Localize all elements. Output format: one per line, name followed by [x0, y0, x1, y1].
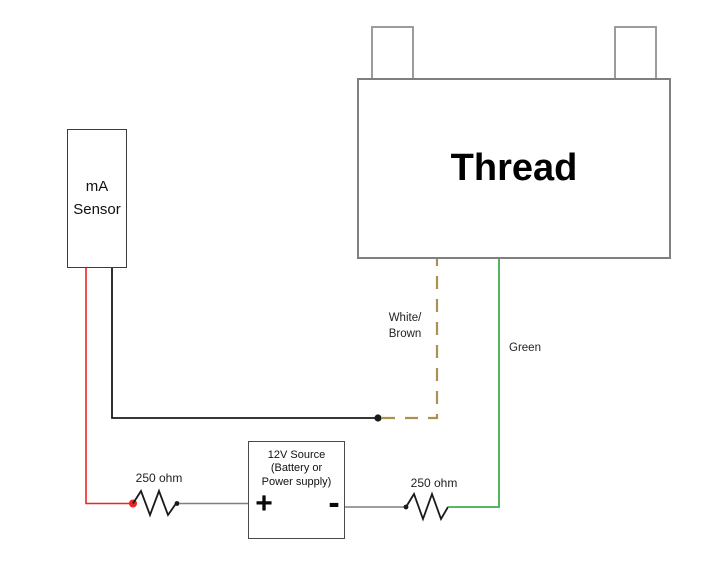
ma-sensor-box: mA Sensor	[67, 129, 127, 268]
source-label-line3: Power supply)	[261, 475, 332, 488]
green-wire	[448, 250, 500, 508]
thread-right-tab	[614, 26, 657, 82]
black-wire	[111, 260, 378, 419]
source-label: 12V Source (Battery or Power supply)	[249, 442, 344, 489]
ma-sensor-label-line2: Sensor	[73, 200, 121, 218]
source-label-line2: (Battery or	[270, 462, 323, 475]
ma-sensor-label-line1: mA	[85, 178, 109, 195]
source-box: 12V Source (Battery or Power supply) + -	[248, 441, 345, 539]
thread-box: Thread	[357, 78, 671, 259]
green-wire-label: Green	[509, 342, 541, 354]
minus-terminal: -	[328, 484, 340, 522]
junction-dot	[374, 414, 382, 422]
left-resistor-label: 250 ohm	[135, 471, 183, 485]
thread-label: Thread	[450, 147, 578, 189]
right-resistor	[405, 491, 449, 522]
right-resistor-label: 250 ohm	[410, 476, 458, 490]
thread-left-tab	[371, 26, 414, 82]
source-label-line1: 12V Source	[267, 449, 326, 461]
left-resistor-dot	[174, 501, 180, 506]
white-brown-wire-label-line1: White/	[388, 312, 422, 324]
white-brown-dashed-wire	[382, 250, 439, 420]
plus-terminal: +	[255, 487, 273, 520]
left-resistor	[132, 488, 177, 518]
white-brown-wire-label: White/ Brown	[370, 310, 440, 342]
white-brown-wire-label-line2: Brown	[388, 328, 422, 341]
red-wire	[85, 260, 131, 505]
